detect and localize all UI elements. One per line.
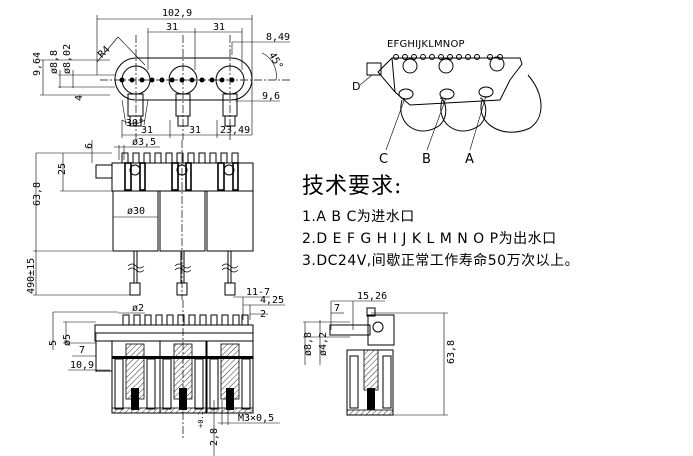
fins xyxy=(121,152,239,164)
top-view: 102,9 31 31 8,49 R4 45° 9,64 ø8,8 ø8,02 … xyxy=(32,8,290,140)
dim-bottom-right: 23,49 xyxy=(220,125,250,136)
section-view: 11-7 4,25 2 ø2 5 ø5 7 10,9 xyxy=(48,287,285,456)
dim-height-left: 9,64 xyxy=(32,52,43,76)
dim-len-10-9: 10,9 xyxy=(70,360,94,371)
technical-requirements: 技术要求: 1.A B C为进水口 2.D E F G H I J K L M … xyxy=(302,168,579,272)
dim-fin-gap: 6 xyxy=(84,143,95,149)
dim-dia-outer: ø8,8 xyxy=(303,332,314,356)
dim-bottom-tol: +0.1 xyxy=(197,411,205,428)
dim-left-5: 5 xyxy=(48,340,59,346)
dim-angle-bottom: 30° xyxy=(126,118,144,129)
dim-step: 4,25 xyxy=(260,295,284,306)
dim-thread: M3×0,5 xyxy=(238,413,274,424)
dim-small-left: 4 xyxy=(74,95,85,101)
dim-top-height: 25 xyxy=(57,163,68,175)
dim-angle-right: 45° xyxy=(266,51,285,72)
dim-bottom-pitch-1: 31 xyxy=(141,125,153,136)
label-c: C xyxy=(379,152,388,167)
dim-overall-height: 63,8 xyxy=(32,182,43,206)
outlet-labels: EFGHIJKLMNOP xyxy=(387,39,465,50)
iso-view: EFGHIJKLMNOP D C B A xyxy=(352,39,542,167)
outlet-nubs xyxy=(393,54,503,60)
dim-side-height: 63,8 xyxy=(446,340,457,364)
dim-coil-dia: ø30 xyxy=(127,206,145,217)
note-item-3: 3.DC24V,间歇正常工作寿命50万次以上。 xyxy=(302,253,580,269)
lead-wires xyxy=(127,251,239,296)
dim-fin-dia: ø3,5 xyxy=(132,137,156,148)
label-a: A xyxy=(465,152,474,167)
label-d: D xyxy=(352,80,360,93)
dim-wire-length: 490±15 xyxy=(26,258,37,294)
dim-right-offset: 8,49 xyxy=(266,32,290,43)
dim-bottom-pitch-2: 31 xyxy=(189,125,201,136)
dim-top: 2 xyxy=(260,309,266,320)
notes-title: 技术要求: xyxy=(302,174,403,199)
front-view: 6 ø3,5 25 63,8 xyxy=(26,137,254,300)
dim-right-height: 9,6 xyxy=(262,91,280,102)
dim-port-dia: ø2 xyxy=(132,303,144,314)
dim-pitch-2: 31 xyxy=(213,22,225,33)
dim-dia-5: ø5 xyxy=(62,334,73,346)
dim-dia-1: ø8,8 xyxy=(49,50,60,74)
dim-len-7: 7 xyxy=(79,345,85,356)
label-b: B xyxy=(422,152,431,167)
dim-tube-len: 7 xyxy=(334,303,340,314)
dim-bottom-gap: 2,8 xyxy=(209,428,220,446)
dim-pitch-1: 31 xyxy=(166,22,178,33)
dim-overall-length: 102,9 xyxy=(162,8,192,19)
note-item-2: 2.D E F G H I J K L M N O P为出水口 xyxy=(302,231,557,247)
note-item-1: 1.A B C为进水口 xyxy=(302,209,415,225)
section-fins xyxy=(122,314,249,326)
dim-dia-inner: ø4,2 xyxy=(318,332,329,356)
dim-dia-2: ø8,02 xyxy=(62,44,73,74)
dim-range: 11-7 xyxy=(246,287,270,298)
outlet-ports xyxy=(119,77,235,83)
dim-top-len: 15,26 xyxy=(357,291,387,302)
side-view: 15,26 7 ø8,8 ø4,2 63,8 xyxy=(303,291,457,416)
